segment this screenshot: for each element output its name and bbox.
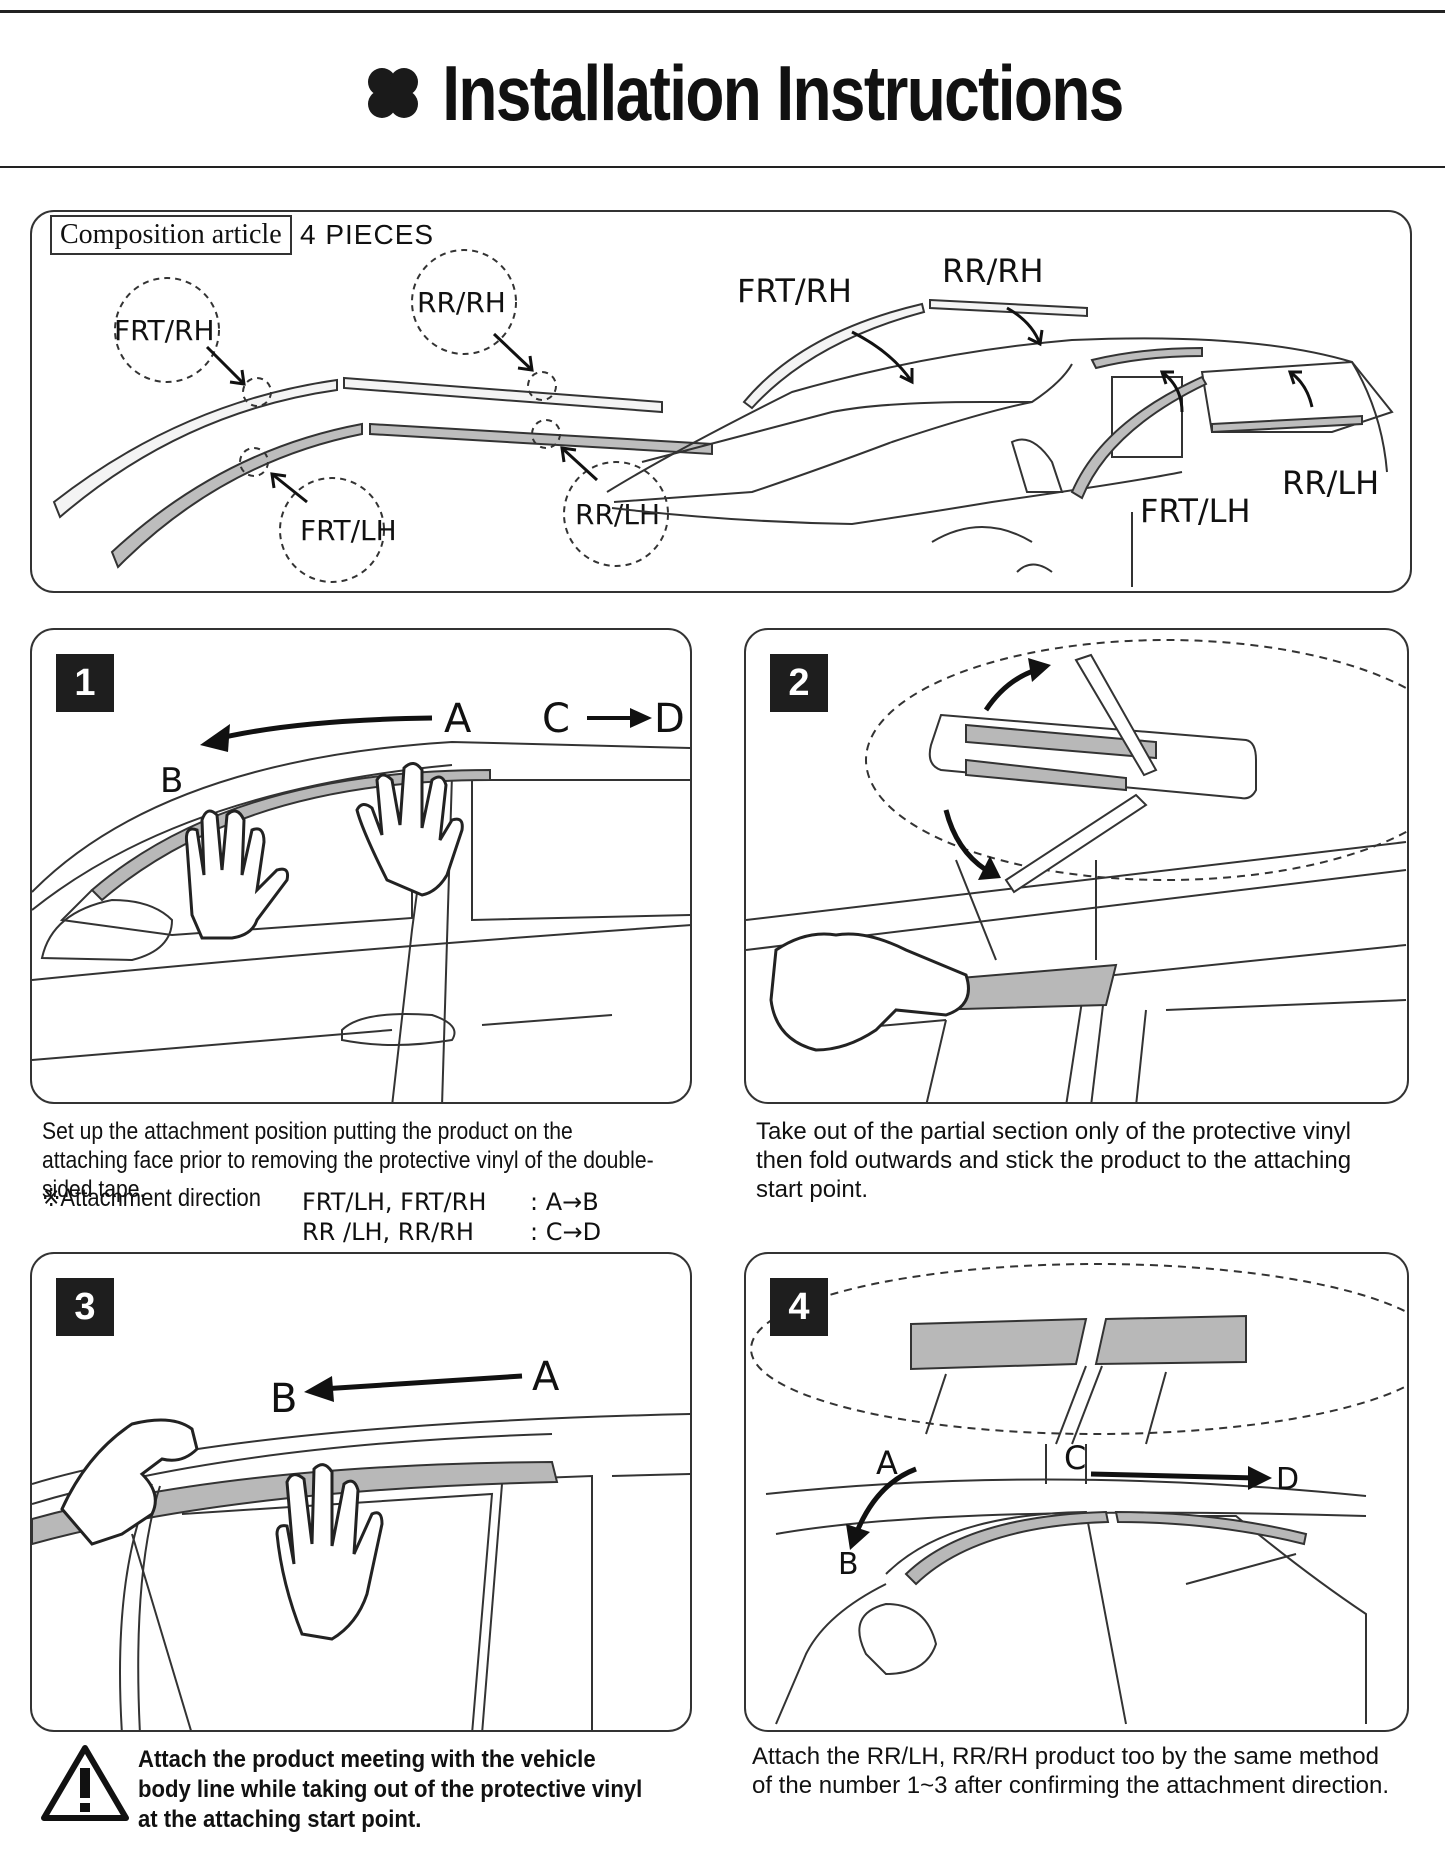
step-1-caption: Set up the attachment position putting t…	[42, 1118, 654, 1203]
part-label: RR/RH	[417, 286, 506, 319]
step-2-panel: 2	[744, 628, 1409, 1104]
step-number: 4	[770, 1278, 828, 1336]
car-part-label: RR/LH	[1282, 464, 1379, 502]
step-3-panel: A B 3	[30, 1252, 692, 1732]
arrow-icon	[851, 306, 1314, 413]
composition-panel: FRT/RH RR/RH FRT/LH RR/LH	[30, 210, 1412, 593]
step-2-illustration	[746, 639, 1407, 1102]
arrow-icon	[853, 1466, 1257, 1535]
step-number: 3	[56, 1278, 114, 1336]
car-part-label: FRT/LH	[1140, 492, 1251, 530]
step-4-caption: Attach the RR/LH, RR/RH product too by t…	[752, 1743, 1390, 1799]
point-a-label: A	[444, 696, 472, 742]
warning-text: Attach the product meeting with the vehi…	[138, 1746, 643, 1833]
point-c-label: C	[1064, 1439, 1086, 1477]
point-d-label: D	[1276, 1462, 1299, 1497]
point-b-label: B	[160, 761, 183, 801]
arrow-icon	[211, 715, 433, 743]
step-number: 1	[56, 654, 114, 712]
car-part-label: RR/RH	[942, 252, 1044, 290]
direction-label: ※Attachment direction	[42, 1184, 261, 1212]
point-c-label: C	[542, 696, 570, 742]
warning-icon	[41, 1745, 129, 1821]
step-number: 2	[770, 654, 828, 712]
title-bar	[0, 10, 1445, 168]
point-b-label: B	[838, 1547, 859, 1582]
glove-icon	[185, 762, 464, 940]
glove-icon	[60, 1418, 384, 1641]
step-1-panel: A B C D 1	[30, 628, 692, 1104]
direction-row-dir: : C→D	[530, 1218, 602, 1246]
step-1-illustration: A B C D	[32, 696, 690, 1102]
direction-row-parts: FRT/LH, FRT/RH	[302, 1188, 487, 1216]
car-part-label: FRT/RH	[737, 272, 852, 310]
step-4-illustration: A B C D	[750, 1263, 1407, 1725]
part-label: FRT/LH	[300, 514, 397, 547]
point-b-label: B	[270, 1376, 297, 1422]
step-4-panel: A B C D 4	[744, 1252, 1409, 1732]
point-a-label: A	[876, 1444, 898, 1482]
page-title: Installation Instructions	[442, 49, 1124, 137]
composition-count: 4 PIECES	[300, 219, 435, 250]
clover-icon	[368, 68, 418, 118]
point-d-label: D	[654, 696, 685, 742]
composition-label: Composition article	[50, 215, 292, 255]
part-label: RR/LH	[575, 498, 660, 531]
step-2-caption: Take out of the partial section only of …	[756, 1118, 1352, 1203]
direction-row-parts: RR /LH, RR/RH	[302, 1218, 474, 1246]
composition-illustration: FRT/RH RR/RH FRT/LH RR/LH	[52, 249, 1394, 587]
direction-row-dir: : A→B	[530, 1188, 599, 1216]
step-3-illustration: A B	[32, 1354, 690, 1730]
point-a-label: A	[532, 1354, 560, 1400]
part-label: FRT/RH	[114, 314, 215, 347]
